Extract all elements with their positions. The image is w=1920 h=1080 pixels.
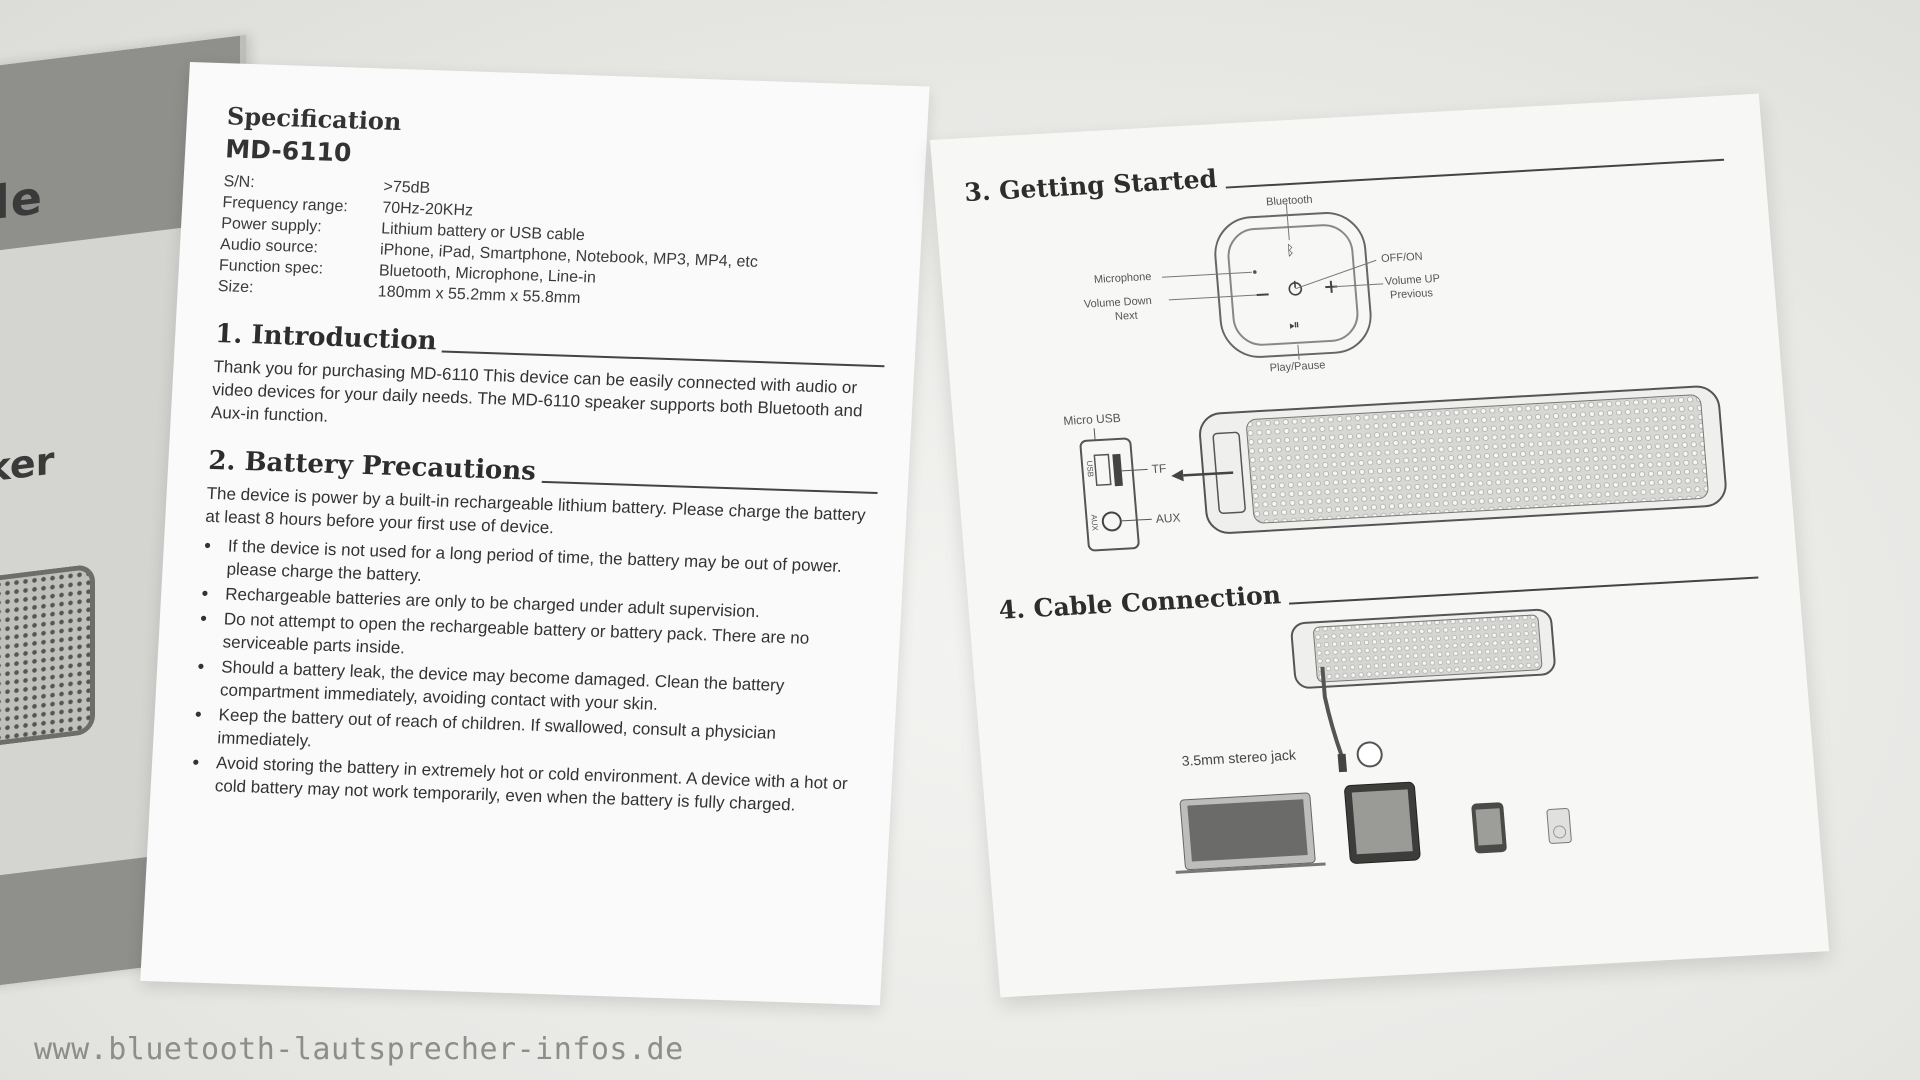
aux-small-label: AUX — [1089, 514, 1100, 532]
play-pause-symbol: ⏯ — [1289, 317, 1301, 333]
micro-usb-port — [1093, 453, 1112, 487]
cable-speaker-grille — [1313, 614, 1543, 683]
jack-plug — [1337, 753, 1348, 773]
cable-connection-heading-text: 4. Cable Connection — [997, 580, 1282, 625]
off-on-label: OFF/ON — [1380, 250, 1424, 265]
cover-speaker-illustration — [0, 563, 95, 753]
intro-heading-text: 1. Introduction — [214, 319, 438, 357]
right-page: 3. Getting Started ᛒ ⏯ — [930, 93, 1830, 998]
aux-label: AUX — [1155, 510, 1181, 526]
volume-up-leader — [1333, 283, 1384, 288]
control-panel-diagram: ᛒ ⏯ Bluetooth Microphone Volume Down Nex… — [966, 171, 1740, 403]
battery-heading-text: 2. Battery Precautions — [207, 445, 537, 487]
port-drawing — [1079, 385, 1727, 552]
intro-paragraph: Thank you for purchasing MD-6110 This de… — [210, 356, 863, 426]
music-player-wheel — [1553, 825, 1567, 839]
speaker-grille — [1246, 394, 1709, 524]
port-diagram: Micro USB TF AUX USB AUX — [983, 374, 1754, 566]
headphone-icon — [1356, 741, 1383, 768]
left-page: Specification MD-6110 S/N:>75dB Frequenc… — [140, 62, 930, 1006]
tf-leader — [1121, 468, 1148, 472]
power-symbol-stem — [1293, 280, 1297, 288]
usb-small-label: USB — [1084, 460, 1096, 478]
watermark: www.bluetooth-lautsprecher-infos.de — [34, 1032, 684, 1067]
battery-bullet-list: If the device is not used for a long per… — [190, 534, 874, 819]
tf-slot — [1112, 453, 1123, 487]
arrow-head — [1171, 469, 1184, 482]
aux-port — [1101, 511, 1122, 532]
phone-screen — [1475, 808, 1503, 846]
next-label: Next — [1114, 309, 1139, 323]
panel-outer-outline — [1214, 212, 1372, 358]
laptop-screen — [1187, 799, 1308, 862]
cover-subtitle-fragment: aker — [0, 438, 55, 494]
bluetooth-leader — [1285, 203, 1290, 241]
cable-connection-diagram: 3.5mm stereo jack — [1001, 592, 1780, 884]
cover-title-fragment: ide — [0, 169, 43, 234]
microphone-leader — [1161, 271, 1252, 278]
tablet-screen — [1351, 789, 1413, 855]
off-on-leader — [1295, 259, 1377, 290]
spec-table: S/N:>75dB Frequency range:70Hz-20KHz Pow… — [217, 171, 893, 319]
previous-label: Previous — [1389, 287, 1434, 302]
bluetooth-symbol: ᛒ — [1285, 242, 1295, 258]
laptop-base — [1175, 862, 1326, 874]
micro-usb-leader — [1093, 428, 1096, 441]
volume-down-leader — [1168, 294, 1264, 301]
minus-symbol — [1256, 293, 1269, 297]
arrow-line — [1183, 471, 1234, 477]
spec-key: Size: — [217, 278, 254, 297]
control-panel-drawing: ᛒ ⏯ — [1161, 203, 1384, 360]
audio-cable — [1320, 666, 1344, 757]
cable-drawing — [1175, 608, 1572, 874]
microphone-dot — [1253, 270, 1257, 274]
play-pause-leader — [1297, 344, 1300, 360]
heading-rule — [541, 480, 878, 495]
port-side-panel — [1079, 437, 1140, 552]
tf-label: TF — [1151, 461, 1167, 477]
plus-symbol-v — [1329, 280, 1333, 293]
aux-leader — [1121, 518, 1152, 522]
